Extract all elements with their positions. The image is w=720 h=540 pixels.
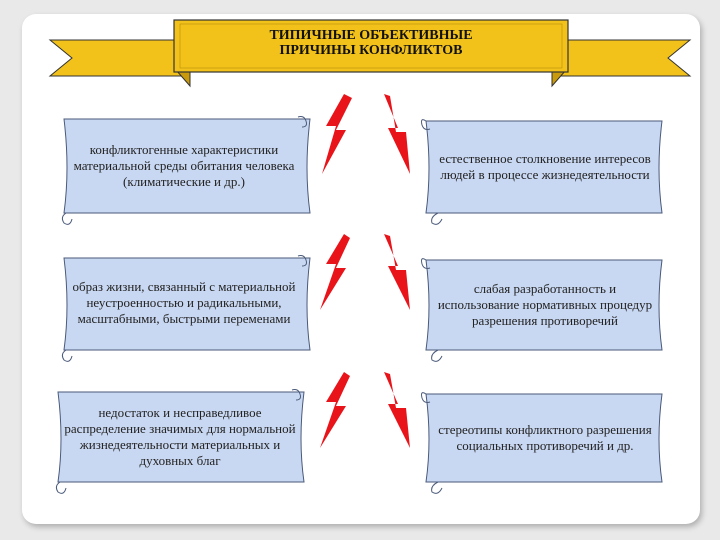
cause-text: образ жизни, связанный с материальной не… [64,260,304,346]
cause-card-left-1: конфликтогенные характеристики материаль… [58,113,316,227]
cause-text: недостаток и несправедливое распределени… [60,394,300,480]
cause-card-right-3: стереотипы конфликтного разрешения социа… [418,386,668,494]
cause-card-right-1: естественное столкновение интересов люде… [418,113,668,227]
cause-card-left-3: недостаток и несправедливое распределени… [52,386,310,494]
lightning-bolt-icon [376,92,416,176]
lightning-bolt-icon [318,92,358,176]
cause-text: слабая разработанность и использование н… [432,262,658,348]
lightning-bolt-icon [376,232,416,312]
cause-card-left-2: образ жизни, связанный с материальной не… [58,252,316,362]
lightning-bolt-icon [376,370,416,450]
cause-text: конфликтогенные характеристики материаль… [64,123,304,209]
lightning-bolt-icon [316,370,356,450]
lightning-bolt-icon [316,232,356,312]
cause-card-right-2: слабая разработанность и использование н… [418,252,668,362]
cause-text: естественное столкновение интересов люде… [432,125,658,209]
title-line-1: ТИПИЧНЫЕ ОБЪЕКТИВНЫЕ [193,28,549,43]
title-line-2: ПРИЧИНЫ КОНФЛИКТОВ [193,43,549,58]
page-title: ТИПИЧНЫЕ ОБЪЕКТИВНЫЕ ПРИЧИНЫ КОНФЛИКТОВ [193,28,549,58]
cause-text: стереотипы конфликтного разрешения социа… [432,396,658,480]
